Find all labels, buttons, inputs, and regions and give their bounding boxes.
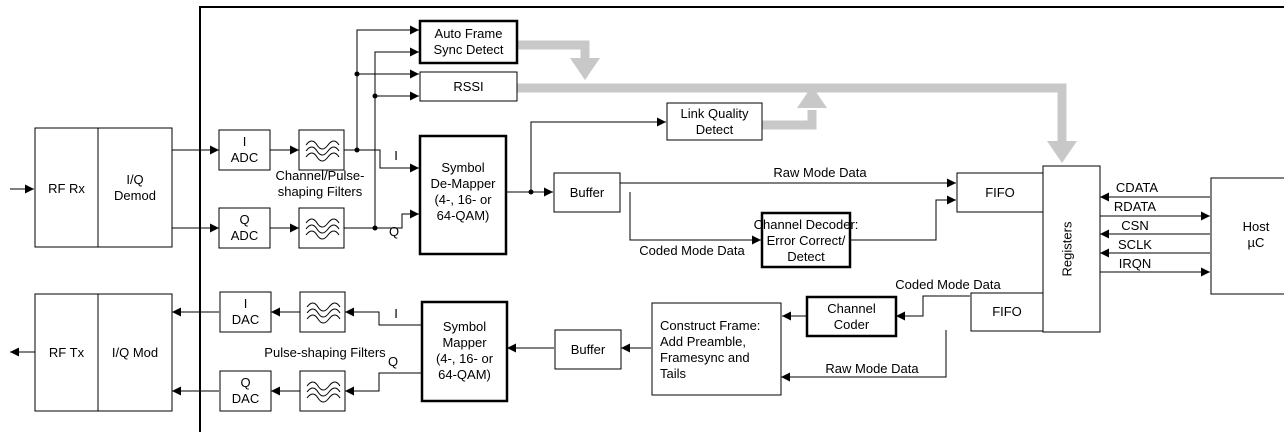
demapper-line2: De-Mapper	[430, 176, 496, 191]
host-line1: Host	[1243, 219, 1270, 234]
auto-frame-sync-block: Auto Frame Sync Detect	[418, 19, 519, 65]
construct-line1: Construct Frame:	[660, 318, 760, 333]
rx-filter-q-icon	[298, 207, 345, 249]
link-quality-line1: Link Quality	[681, 106, 749, 121]
rssi-label: RSSI	[453, 79, 483, 94]
i-dac-line2: DAC	[232, 312, 259, 327]
i-dac-line1: I	[244, 296, 248, 311]
rf-rx-block: RF Rx	[34, 127, 99, 248]
i-dac-block: I DAC	[219, 291, 272, 333]
mapper-line3: (4-, 16- or	[436, 351, 494, 366]
channel-pulse-filters-label-1: Channel/Pulse-	[276, 168, 365, 183]
registers-block: Registers	[1042, 165, 1101, 333]
demapper-line4: 64-QAM)	[437, 208, 490, 223]
fifo-rx-block: FIFO	[956, 172, 1044, 213]
tx-filter-q-icon	[299, 370, 346, 412]
fifo-rx-label: FIFO	[985, 185, 1015, 200]
decoder-line2: Error Correct/	[767, 233, 846, 248]
pulse-filters-label: Pulse-shaping Filters	[264, 345, 386, 360]
signal-rdata: RDATA	[1114, 199, 1156, 214]
q-dac-line1: Q	[240, 375, 250, 390]
link-quality-block: Link Quality Detect	[666, 102, 763, 141]
demapper-line1: Symbol	[441, 160, 484, 175]
iq-mod-block: I/Q Mod	[97, 293, 173, 412]
host-block: Host µC	[1210, 177, 1284, 295]
q-adc-block: Q ADC	[218, 207, 271, 249]
signal-csn: CSN	[1121, 218, 1148, 233]
rf-tx-block: RF Tx	[34, 293, 99, 412]
iq-mod-label: I/Q Mod	[112, 345, 158, 360]
buffer-tx-block: Buffer	[554, 329, 622, 370]
demapper-line3: (4-, 16- or	[434, 192, 492, 207]
signal-sclk: SCLK	[1118, 237, 1152, 252]
symbol-demapper-block: Symbol De-Mapper (4-, 16- or 64-QAM)	[418, 134, 508, 256]
signal-wires	[10, 25, 1210, 396]
link-quality-line2: Detect	[696, 122, 734, 137]
auto-frame-line2: Sync Detect	[433, 42, 503, 57]
auto-frame-line1: Auto Frame	[435, 26, 503, 41]
tx-filter-i-icon	[299, 291, 346, 333]
signal-cdata: CDATA	[1116, 180, 1158, 195]
coded-mode-rx-label: Coded Mode Data	[639, 243, 745, 258]
coder-line1: Channel	[827, 301, 876, 316]
iq-demod-line2: Demod	[114, 188, 156, 203]
rf-rx-label: RF Rx	[48, 181, 85, 196]
construct-line2: Add Preamble,	[660, 334, 746, 349]
tx-q-label: Q	[388, 354, 398, 369]
rx-i-label: I	[394, 148, 398, 163]
i-adc-line2: ADC	[231, 150, 258, 165]
raw-mode-rx-label: Raw Mode Data	[773, 165, 867, 180]
symbol-mapper-block: Symbol Mapper (4-, 16- or 64-QAM)	[420, 300, 509, 403]
i-adc-block: I ADC	[218, 129, 271, 171]
channel-coder-block: Channel Coder	[805, 295, 898, 338]
signal-irqn: IRQN	[1119, 256, 1152, 271]
channel-decoder-block: Channel Decoder: Error Correct/ Detect	[754, 211, 859, 269]
mapper-line2: Mapper	[442, 335, 487, 350]
coded-mode-tx-label: Coded Mode Data	[895, 277, 1001, 292]
buffer-rx-label: Buffer	[570, 185, 605, 200]
q-dac-block: Q DAC	[219, 370, 272, 412]
rf-tx-label: RF Tx	[49, 345, 85, 360]
q-adc-line2: ADC	[231, 228, 258, 243]
mapper-line1: Symbol	[443, 319, 486, 334]
rx-filter-i-icon	[298, 129, 345, 171]
mapper-line4: 64-QAM)	[438, 367, 491, 382]
rx-q-label: Q	[389, 224, 399, 239]
construct-line3: Framesync and	[660, 350, 750, 365]
fifo-tx-block: FIFO	[970, 292, 1044, 332]
decoder-line3: Detect	[787, 249, 825, 264]
q-dac-line2: DAC	[232, 391, 259, 406]
tx-i-label: I	[394, 306, 398, 321]
i-adc-line1: I	[243, 134, 247, 149]
status-arrows	[517, 40, 1077, 163]
construct-frame-block: Construct Frame: Add Preamble, Framesync…	[651, 302, 782, 396]
iq-demod-block: I/Q Demod	[97, 127, 173, 248]
rssi-block: RSSI	[419, 71, 518, 102]
registers-label: Registers	[1060, 221, 1075, 276]
fifo-tx-label: FIFO	[992, 304, 1022, 319]
construct-line4: Tails	[660, 366, 687, 381]
channel-pulse-filters-label-2: shaping Filters	[278, 184, 363, 199]
buffer-tx-label: Buffer	[571, 342, 606, 357]
buffer-rx-block: Buffer	[553, 172, 621, 213]
q-adc-line1: Q	[239, 212, 249, 227]
iq-demod-line1: I/Q	[126, 172, 143, 187]
decoder-line1: Channel Decoder:	[754, 217, 859, 232]
raw-mode-tx-label: Raw Mode Data	[825, 361, 919, 376]
coder-line2: Coder	[834, 317, 870, 332]
host-line2: µC	[1248, 235, 1265, 250]
